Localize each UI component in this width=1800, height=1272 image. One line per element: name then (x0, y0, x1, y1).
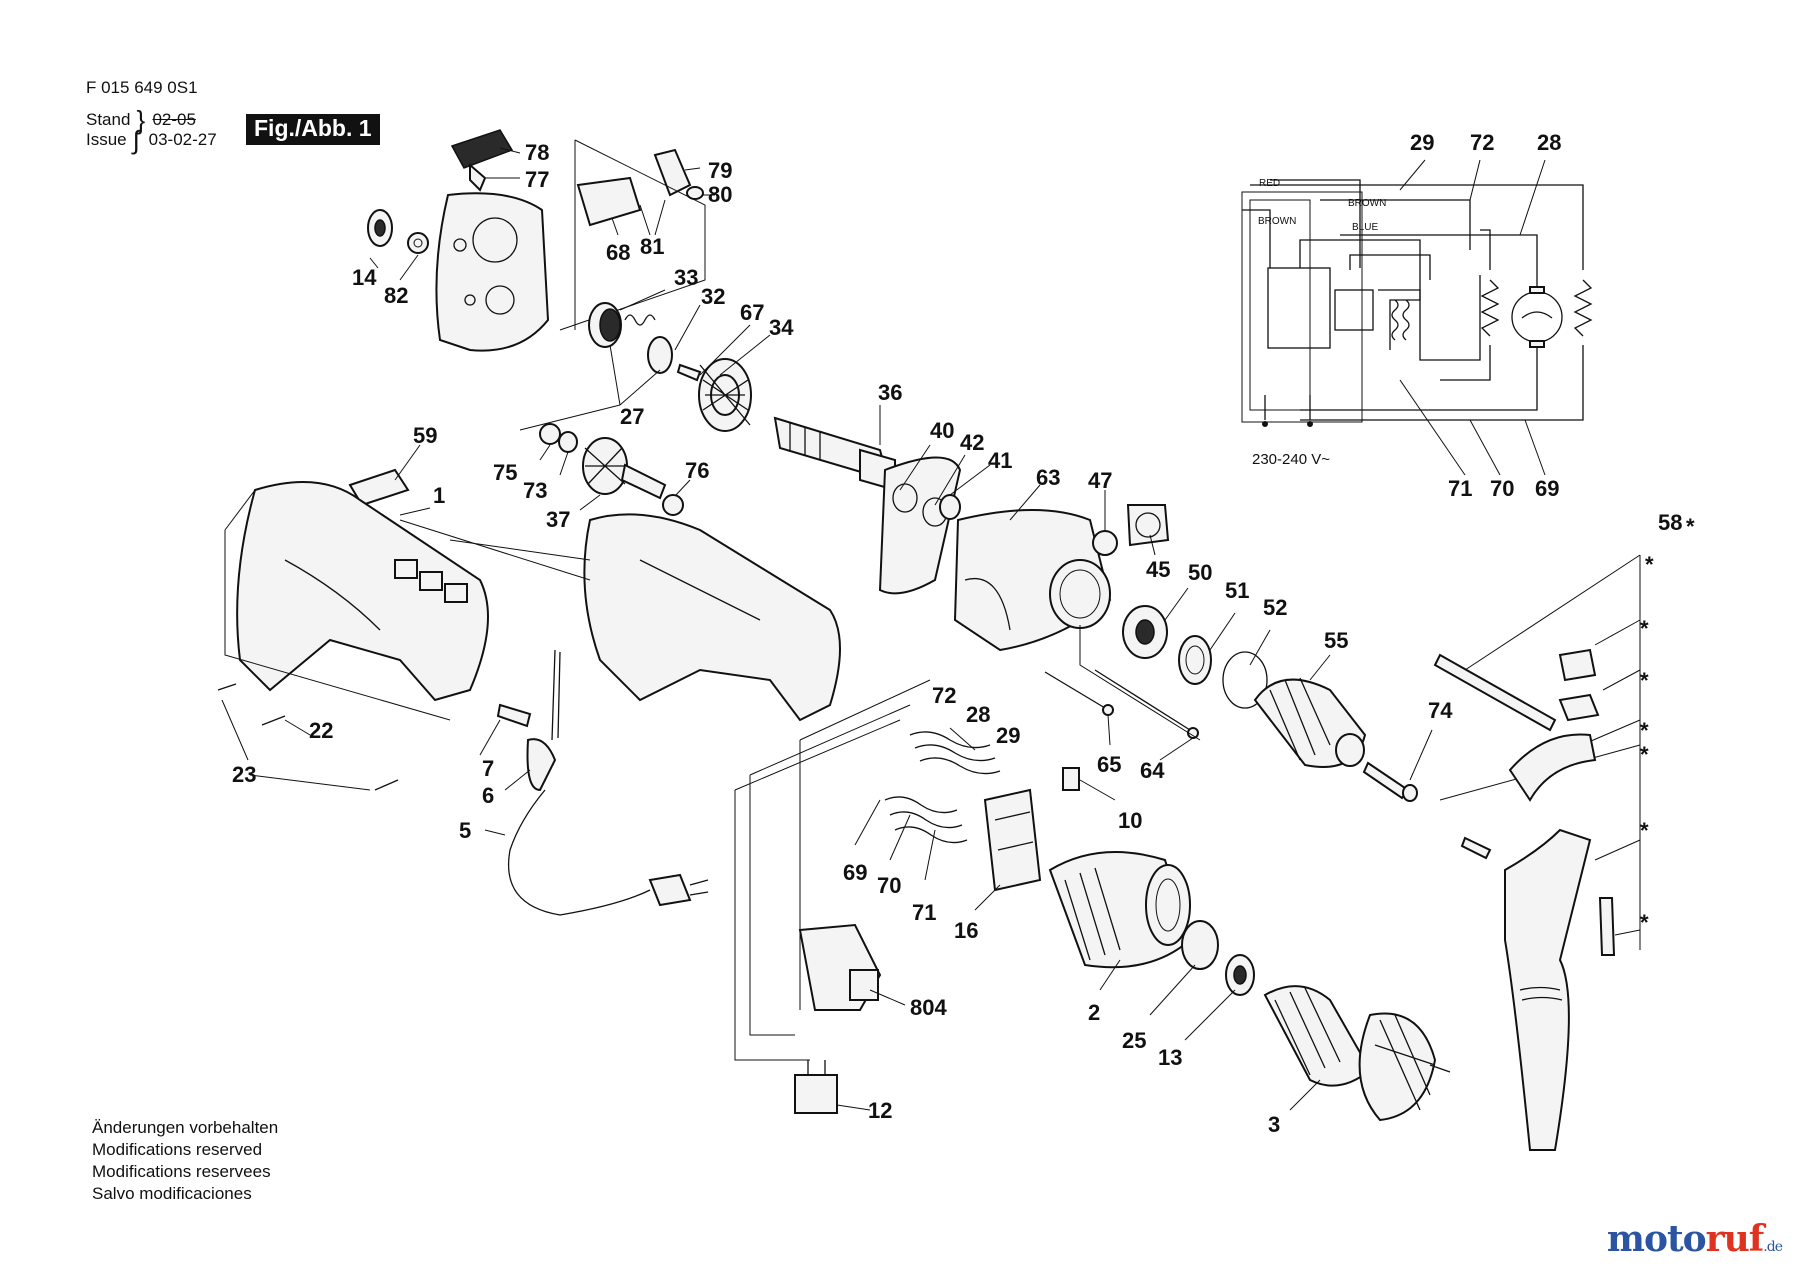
callout-1: 1 (433, 483, 445, 508)
callout-59: 59 (413, 423, 437, 448)
motor-group (734, 679, 1451, 1122)
wire-label-red: RED (1259, 178, 1280, 189)
callout-82: 82 (384, 283, 408, 308)
callout-63: 63 (1036, 465, 1060, 490)
stand-value: 02-05 (152, 110, 196, 129)
wiring-schematic: RED BROWN BROWN BLUE 230-240 V~ 29 72 28… (1241, 130, 1593, 501)
callout-58: 58 (1658, 510, 1682, 535)
callout-78: 78 (525, 140, 549, 165)
callout-73: 73 (523, 478, 547, 503)
callout-71: 71 (912, 900, 936, 925)
wiring-callout-69: 69 (1535, 476, 1559, 501)
callout-36: 36 (878, 380, 902, 405)
wiring-callout-72: 72 (1470, 130, 1494, 155)
callout-10: 10 (1118, 808, 1142, 833)
revision-block: Stand } 02-05 Issue ∫ 03-02-27 (86, 105, 217, 155)
callout-58-star: * (1686, 514, 1695, 539)
note-de: Änderungen vorbehalten (92, 1118, 279, 1137)
wiring-callout-70: 70 (1490, 476, 1514, 501)
note-fr: Modifications reservees (92, 1162, 271, 1181)
brand-logo: motoruf.de (1606, 1218, 1783, 1260)
issue-value: 03-02-27 (148, 130, 217, 149)
callout-28: 28 (966, 702, 990, 727)
callout-42: 42 (960, 430, 984, 455)
callout-76: 76 (685, 458, 709, 483)
callout-41: 41 (988, 448, 1012, 473)
callout-68: 68 (606, 240, 630, 265)
callout-67: 67 (740, 300, 764, 325)
callout-7: 7 (482, 756, 494, 781)
callout-numbers: 78 77 79 80 68 81 14 82 33 32 67 34 27 3… (232, 140, 1695, 1137)
brand-tld: .de (1763, 1239, 1783, 1255)
star-pin: * (1640, 742, 1649, 767)
callout-65: 65 (1097, 752, 1121, 777)
gear-cover-group (348, 129, 1418, 802)
callout-27: 27 (620, 404, 644, 429)
star-clamp: * (1640, 718, 1649, 743)
callout-79: 79 (708, 158, 732, 183)
callout-70: 70 (877, 873, 901, 898)
callout-32: 32 (701, 284, 725, 309)
brand-name-part2: ruf (1705, 1218, 1765, 1260)
callout-74: 74 (1428, 698, 1453, 723)
callout-69: 69 (843, 860, 867, 885)
callout-23: 23 (232, 762, 256, 787)
callout-5: 5 (459, 818, 471, 843)
note-en: Modifications reserved (92, 1140, 263, 1159)
stand-label: Stand (86, 110, 131, 129)
note-es: Salvo modificaciones (92, 1184, 252, 1203)
callout-52: 52 (1263, 595, 1287, 620)
callout-13: 13 (1158, 1045, 1182, 1070)
wire-label-brown-top: BROWN (1348, 198, 1386, 209)
modification-notes: Änderungen vorbehalten Modifications res… (92, 1117, 278, 1205)
star-square-nut: * (1640, 668, 1649, 693)
callout-40: 40 (930, 418, 954, 443)
callout-22: 22 (309, 718, 333, 743)
wiring-callout-29: 29 (1410, 130, 1434, 155)
star-bolt: * (1640, 910, 1649, 935)
callout-72: 72 (932, 683, 956, 708)
brace-icon: } (136, 105, 146, 135)
callout-6: 6 (482, 783, 494, 808)
integral-brace-icon: ∫ (132, 125, 140, 155)
callout-2: 2 (1088, 1000, 1100, 1025)
wiring-callout-71: 71 (1448, 476, 1472, 501)
callout-12: 12 (868, 1098, 892, 1123)
housing-group (217, 481, 841, 916)
brand-name-part1: moto (1606, 1218, 1707, 1260)
callout-14: 14 (352, 265, 377, 290)
wire-label-brown-left: BROWN (1258, 216, 1296, 227)
callout-45: 45 (1146, 557, 1170, 582)
wire-label-blue: BLUE (1352, 222, 1378, 233)
callout-3: 3 (1268, 1112, 1280, 1137)
issue-label: Issue (86, 130, 127, 149)
document-code: F 015 649 0S1 (86, 78, 198, 97)
callout-37: 37 (546, 507, 570, 532)
star-rod: * (1645, 552, 1654, 577)
callout-34: 34 (769, 315, 794, 340)
callout-51: 51 (1225, 578, 1249, 603)
wiring-callout-28: 28 (1537, 130, 1561, 155)
star-handle: * (1640, 818, 1649, 843)
callout-804: 804 (910, 995, 947, 1020)
leader-lines (369, 147, 1433, 1111)
callout-50: 50 (1188, 560, 1212, 585)
callout-47: 47 (1088, 468, 1112, 493)
callout-75: 75 (493, 460, 517, 485)
figure-label: Fig./Abb. 1 (246, 114, 380, 145)
callout-29: 29 (996, 723, 1020, 748)
callout-64: 64 (1140, 758, 1165, 783)
aux-handle-group (1433, 554, 1641, 1151)
callout-33: 33 (674, 265, 698, 290)
callout-77: 77 (525, 167, 549, 192)
star-wing-nut: * (1640, 616, 1649, 641)
voltage-label: 230-240 V~ (1252, 451, 1330, 468)
callout-25: 25 (1122, 1028, 1146, 1053)
callout-80: 80 (708, 182, 732, 207)
callout-16: 16 (954, 918, 978, 943)
callout-81: 81 (640, 234, 664, 259)
callout-55: 55 (1324, 628, 1348, 653)
